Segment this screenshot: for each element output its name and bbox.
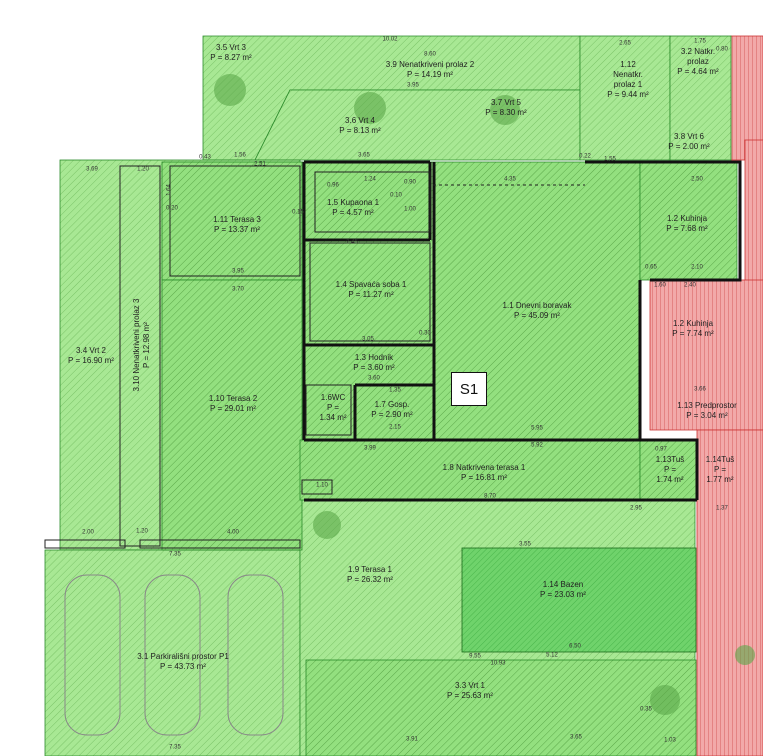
dimension-label: 1.10 (316, 482, 328, 489)
dimension-label: 0.20 (166, 205, 178, 212)
dimension-label: 1.35 (389, 387, 401, 394)
dimension-label: 0.65 (645, 264, 657, 271)
dimension-label: 1.00 (404, 206, 416, 213)
dimension-label: 4.00 (227, 529, 239, 536)
dimension-label: 10.93 (490, 660, 506, 667)
dimension-label: 1.75 (694, 38, 706, 45)
dimension-label: 0.96 (327, 182, 339, 189)
dimension-label: 3.70 (232, 286, 244, 293)
dimension-label: 0.30 (419, 330, 431, 337)
unit-label-box: S1 (451, 372, 487, 406)
dimension-label: 0.80 (716, 46, 728, 53)
thin-walls (44, 165, 585, 549)
dimension-label: 2.50 (691, 176, 703, 183)
dimension-label: 0.97 (655, 446, 667, 453)
dimension-label: 0.10 (390, 192, 402, 199)
dimension-label: 3.95 (407, 82, 419, 89)
dimension-label: 1.20 (137, 166, 149, 173)
dimension-label: 5.92 (531, 442, 543, 449)
dimension-label: 2.51 (254, 161, 266, 168)
dimension-label: 3.55 (519, 541, 531, 548)
dimension-label: 3.69 (86, 166, 98, 173)
dimension-label: 7.35 (169, 744, 181, 751)
dimension-label: 2.15 (389, 424, 401, 431)
dimension-label: 1.20 (136, 528, 148, 535)
dimension-label: 2.45 (346, 239, 358, 246)
car-outlines (64, 574, 284, 736)
dimension-label: 3.65 (358, 152, 370, 159)
dimension-label: 4.35 (504, 176, 516, 183)
dimension-label: 5.95 (531, 425, 543, 432)
dimension-label: 5.12 (546, 652, 558, 659)
dimension-label: 3.95 (232, 268, 244, 275)
dimension-label: 1.55 (604, 156, 616, 163)
dimension-label: 0.22 (579, 153, 591, 160)
dimension-label: 9.55 (469, 653, 481, 660)
dimension-label: 1.64 (166, 184, 173, 196)
dimension-label: 3.65 (570, 734, 582, 741)
dimension-label: 6.50 (569, 643, 581, 650)
dimension-label: 3.60 (368, 375, 380, 382)
dimension-label: 3.91 (406, 736, 418, 743)
dimension-label: 8.70 (484, 493, 496, 500)
dimension-label: 8.60 (424, 51, 436, 58)
interior-rooms (161, 161, 738, 653)
dimension-label: 3.99 (364, 445, 376, 452)
dimension-label: 0.35 (640, 706, 652, 713)
dimension-label: 2.95 (630, 505, 642, 512)
walls (302, 160, 742, 502)
room-label: 1.7 Gosp.P = 2.90 m² (371, 400, 413, 419)
dimension-label: 3.66 (694, 386, 706, 393)
dimension-label: 0.15 (292, 209, 304, 216)
dimension-label: 1.56 (234, 152, 246, 159)
unit-label: S1 (459, 380, 479, 398)
dimension-label: 2.65 (619, 40, 631, 47)
dimension-label: 0.90 (404, 179, 416, 186)
dimension-label: 2.10 (691, 264, 703, 271)
dimension-label: 1.03 (664, 737, 676, 744)
dimension-label: 7.35 (169, 551, 181, 558)
dimension-label: 2.00 (82, 529, 94, 536)
dimension-label: 0.43 (199, 154, 211, 161)
dimension-label: 1.37 (716, 505, 728, 512)
dimension-label: 10.02 (382, 36, 398, 43)
dimension-label: 3.05 (362, 336, 374, 343)
dimension-label: 1.24 (364, 176, 376, 183)
tree-icons (214, 74, 755, 715)
dimension-label: 2.40 (684, 282, 696, 289)
dimension-label: 1.60 (654, 282, 666, 289)
neighbor-unit (649, 35, 763, 756)
